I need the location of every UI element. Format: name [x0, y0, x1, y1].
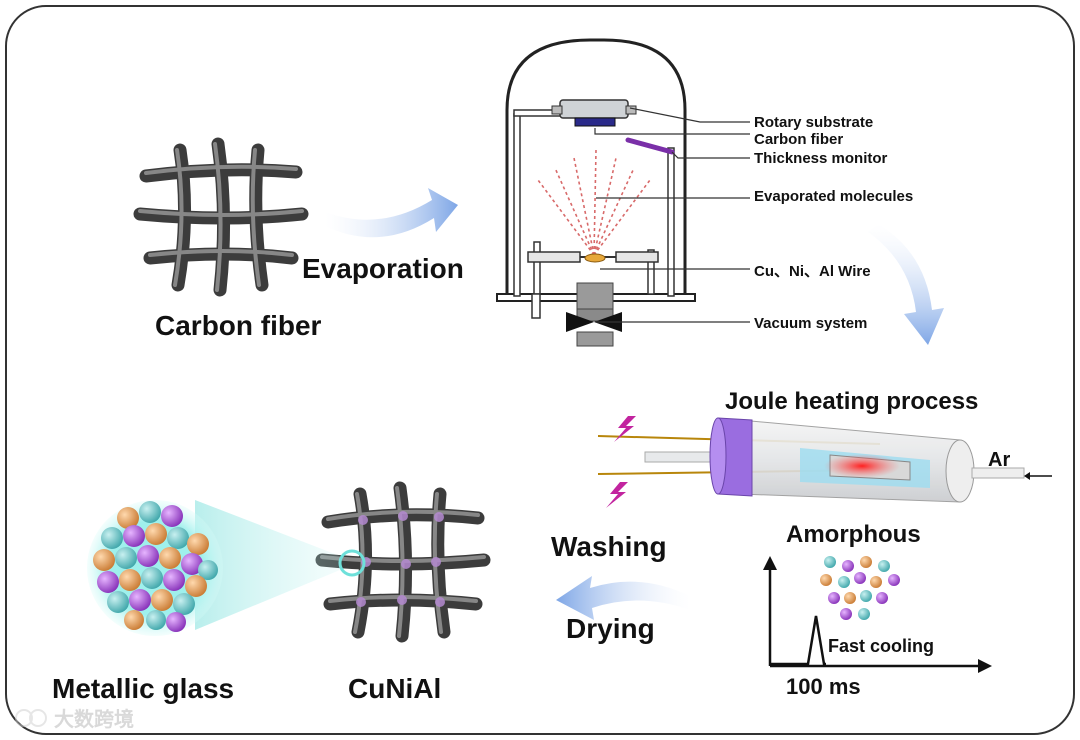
amorphous-atoms	[820, 556, 900, 620]
amorphous-label: Amorphous	[786, 521, 921, 548]
carbon-fiber-label: Carbon fiber	[155, 310, 322, 341]
label-wires: Cu、Ni、Al Wire	[754, 263, 871, 280]
lightning-icon-top	[614, 416, 636, 442]
time-label: 100 ms	[786, 674, 861, 699]
chamber-labels: Rotary substrate Carbon fiber Thickness …	[754, 114, 913, 332]
cuniai-label: CuNiAl	[348, 673, 441, 704]
label-evaporated-molecules: Evaporated molecules	[754, 188, 913, 205]
washing-label: Washing	[551, 531, 667, 562]
label-carbon-fiber-small: Carbon fiber	[754, 131, 843, 148]
cooling-plot	[768, 568, 980, 668]
label-thickness-monitor: Thickness monitor	[754, 150, 888, 167]
carbon-fiber-mesh	[133, 137, 309, 297]
arrow-to-joule-heating	[868, 224, 944, 345]
label-vacuum-system: Vacuum system	[754, 315, 867, 332]
fast-cooling-label: Fast cooling	[828, 636, 934, 656]
joule-heating-tube	[597, 417, 1052, 503]
lightning-icon-bottom	[606, 482, 628, 508]
evaporation-label: Evaporation	[302, 253, 464, 284]
arrow-to-evaporation	[325, 188, 458, 238]
arrow-to-cuniai	[556, 576, 690, 620]
cuniai-mesh	[315, 481, 491, 643]
label-rotary-substrate: Rotary substrate	[754, 114, 873, 131]
metallic-glass-label: Metallic glass	[52, 673, 234, 704]
zoom-cone	[195, 500, 340, 630]
joule-heating-label: Joule heating process	[725, 388, 978, 415]
watermark-logo	[15, 709, 47, 727]
evaporation-chamber	[496, 38, 696, 347]
cooling-plot-x-arrow	[978, 659, 992, 673]
chamber-leader-lines	[594, 107, 750, 323]
cooling-plot-y-arrow	[763, 556, 777, 570]
ar-label: Ar	[988, 449, 1010, 471]
drying-label: Drying	[566, 613, 655, 644]
metallic-glass-cluster	[87, 500, 223, 636]
watermark-text: 大数跨境	[54, 707, 134, 731]
